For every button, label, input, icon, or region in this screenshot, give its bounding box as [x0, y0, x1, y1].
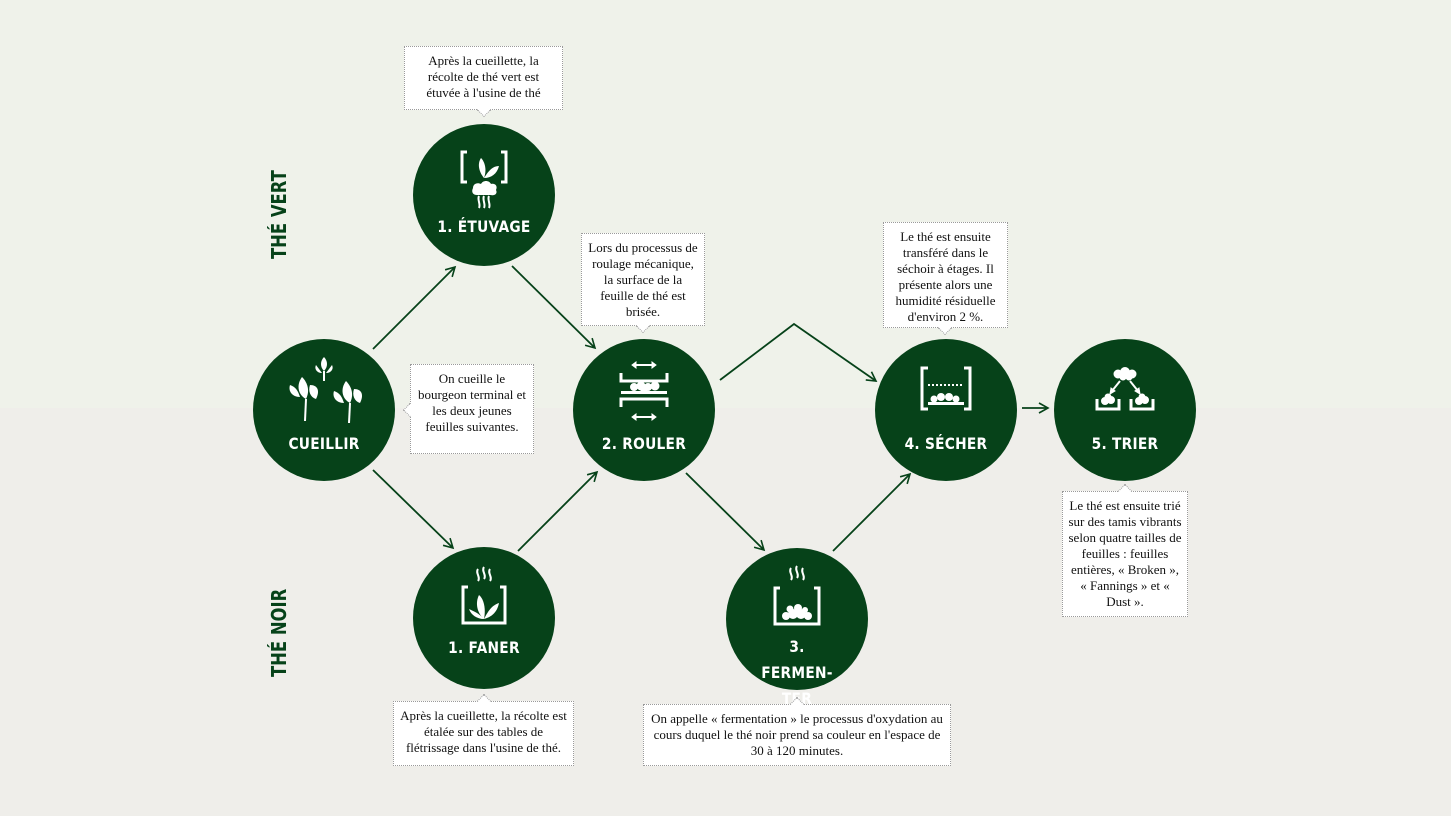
arrow-pluck-to-wither — [372, 469, 455, 550]
ferment-tray-icon — [726, 564, 868, 634]
step-wither-label: 1. FANER — [448, 638, 520, 657]
note-wither-text: Après la cueillette, la récolte est étal… — [400, 708, 567, 755]
note-roll-text: Lors du processus de roulage mécanique, … — [588, 240, 698, 319]
side-label-black-tea: THÉ NOIR — [267, 588, 291, 677]
note-dry: Le thé est ensuite transféré dans le séc… — [883, 222, 1008, 336]
background-green-tea-band — [0, 0, 1451, 408]
dryer-icon — [875, 365, 1017, 435]
arrow-steam-to-roll — [511, 265, 597, 350]
note-sort: Le thé est ensuite trié sur des tamis vi… — [1062, 483, 1188, 617]
tea-leaves-icon — [253, 355, 395, 425]
step-ferment: 3. FERMEN-TER — [726, 548, 868, 708]
note-steam-text: Après la cueillette, la récolte de thé v… — [426, 53, 541, 100]
roller-press-icon — [573, 361, 715, 431]
step-steam-label: 1. ÉTUVAGE — [437, 217, 531, 236]
sieve-icon — [1054, 367, 1196, 437]
arrow-pluck-to-steam — [372, 265, 457, 350]
step-wither: 1. FANER — [413, 547, 555, 689]
step-roll-label: 2. ROULER — [601, 434, 687, 453]
step-steam: 1. ÉTUVAGE — [413, 124, 555, 266]
step-roll: 2. ROULER — [573, 339, 715, 481]
note-ferment-text: On appelle « fermentation » le processus… — [651, 711, 943, 758]
wither-tray-icon — [413, 565, 555, 635]
arrow-roll-to-dry — [719, 322, 878, 382]
arrow-roll-to-ferment — [685, 472, 766, 552]
side-label-green-tea: THÉ VERT — [267, 170, 291, 259]
step-sort-label: 5. TRIER — [1091, 434, 1159, 453]
note-ferment: On appelle « fermentation » le processus… — [643, 696, 951, 766]
note-pluck: On cueille le bourgeon terminal et les d… — [402, 364, 534, 454]
steam-leaf-icon — [413, 148, 555, 218]
note-dry-text: Le thé est ensuite transféré dans le séc… — [895, 229, 996, 324]
note-wither: Après la cueillette, la récolte est étal… — [393, 693, 574, 766]
step-sort: 5. TRIER — [1054, 339, 1196, 481]
step-dry-label: 4. SÉCHER — [904, 434, 988, 453]
step-pluck-label: CUEILLIR — [288, 434, 360, 453]
note-sort-text: Le thé est ensuite trié sur des tamis vi… — [1068, 498, 1182, 609]
note-steam: Après la cueillette, la récolte de thé v… — [404, 46, 563, 118]
step-dry: 4. SÉCHER — [875, 339, 1017, 481]
arrow-ferment-to-dry — [832, 472, 912, 552]
note-roll: Lors du processus de roulage mécanique, … — [581, 233, 705, 334]
arrow-wither-to-roll — [517, 470, 599, 552]
step-pluck: CUEILLIR — [253, 339, 395, 481]
note-pluck-text: On cueille le bourgeon terminal et les d… — [417, 371, 527, 434]
